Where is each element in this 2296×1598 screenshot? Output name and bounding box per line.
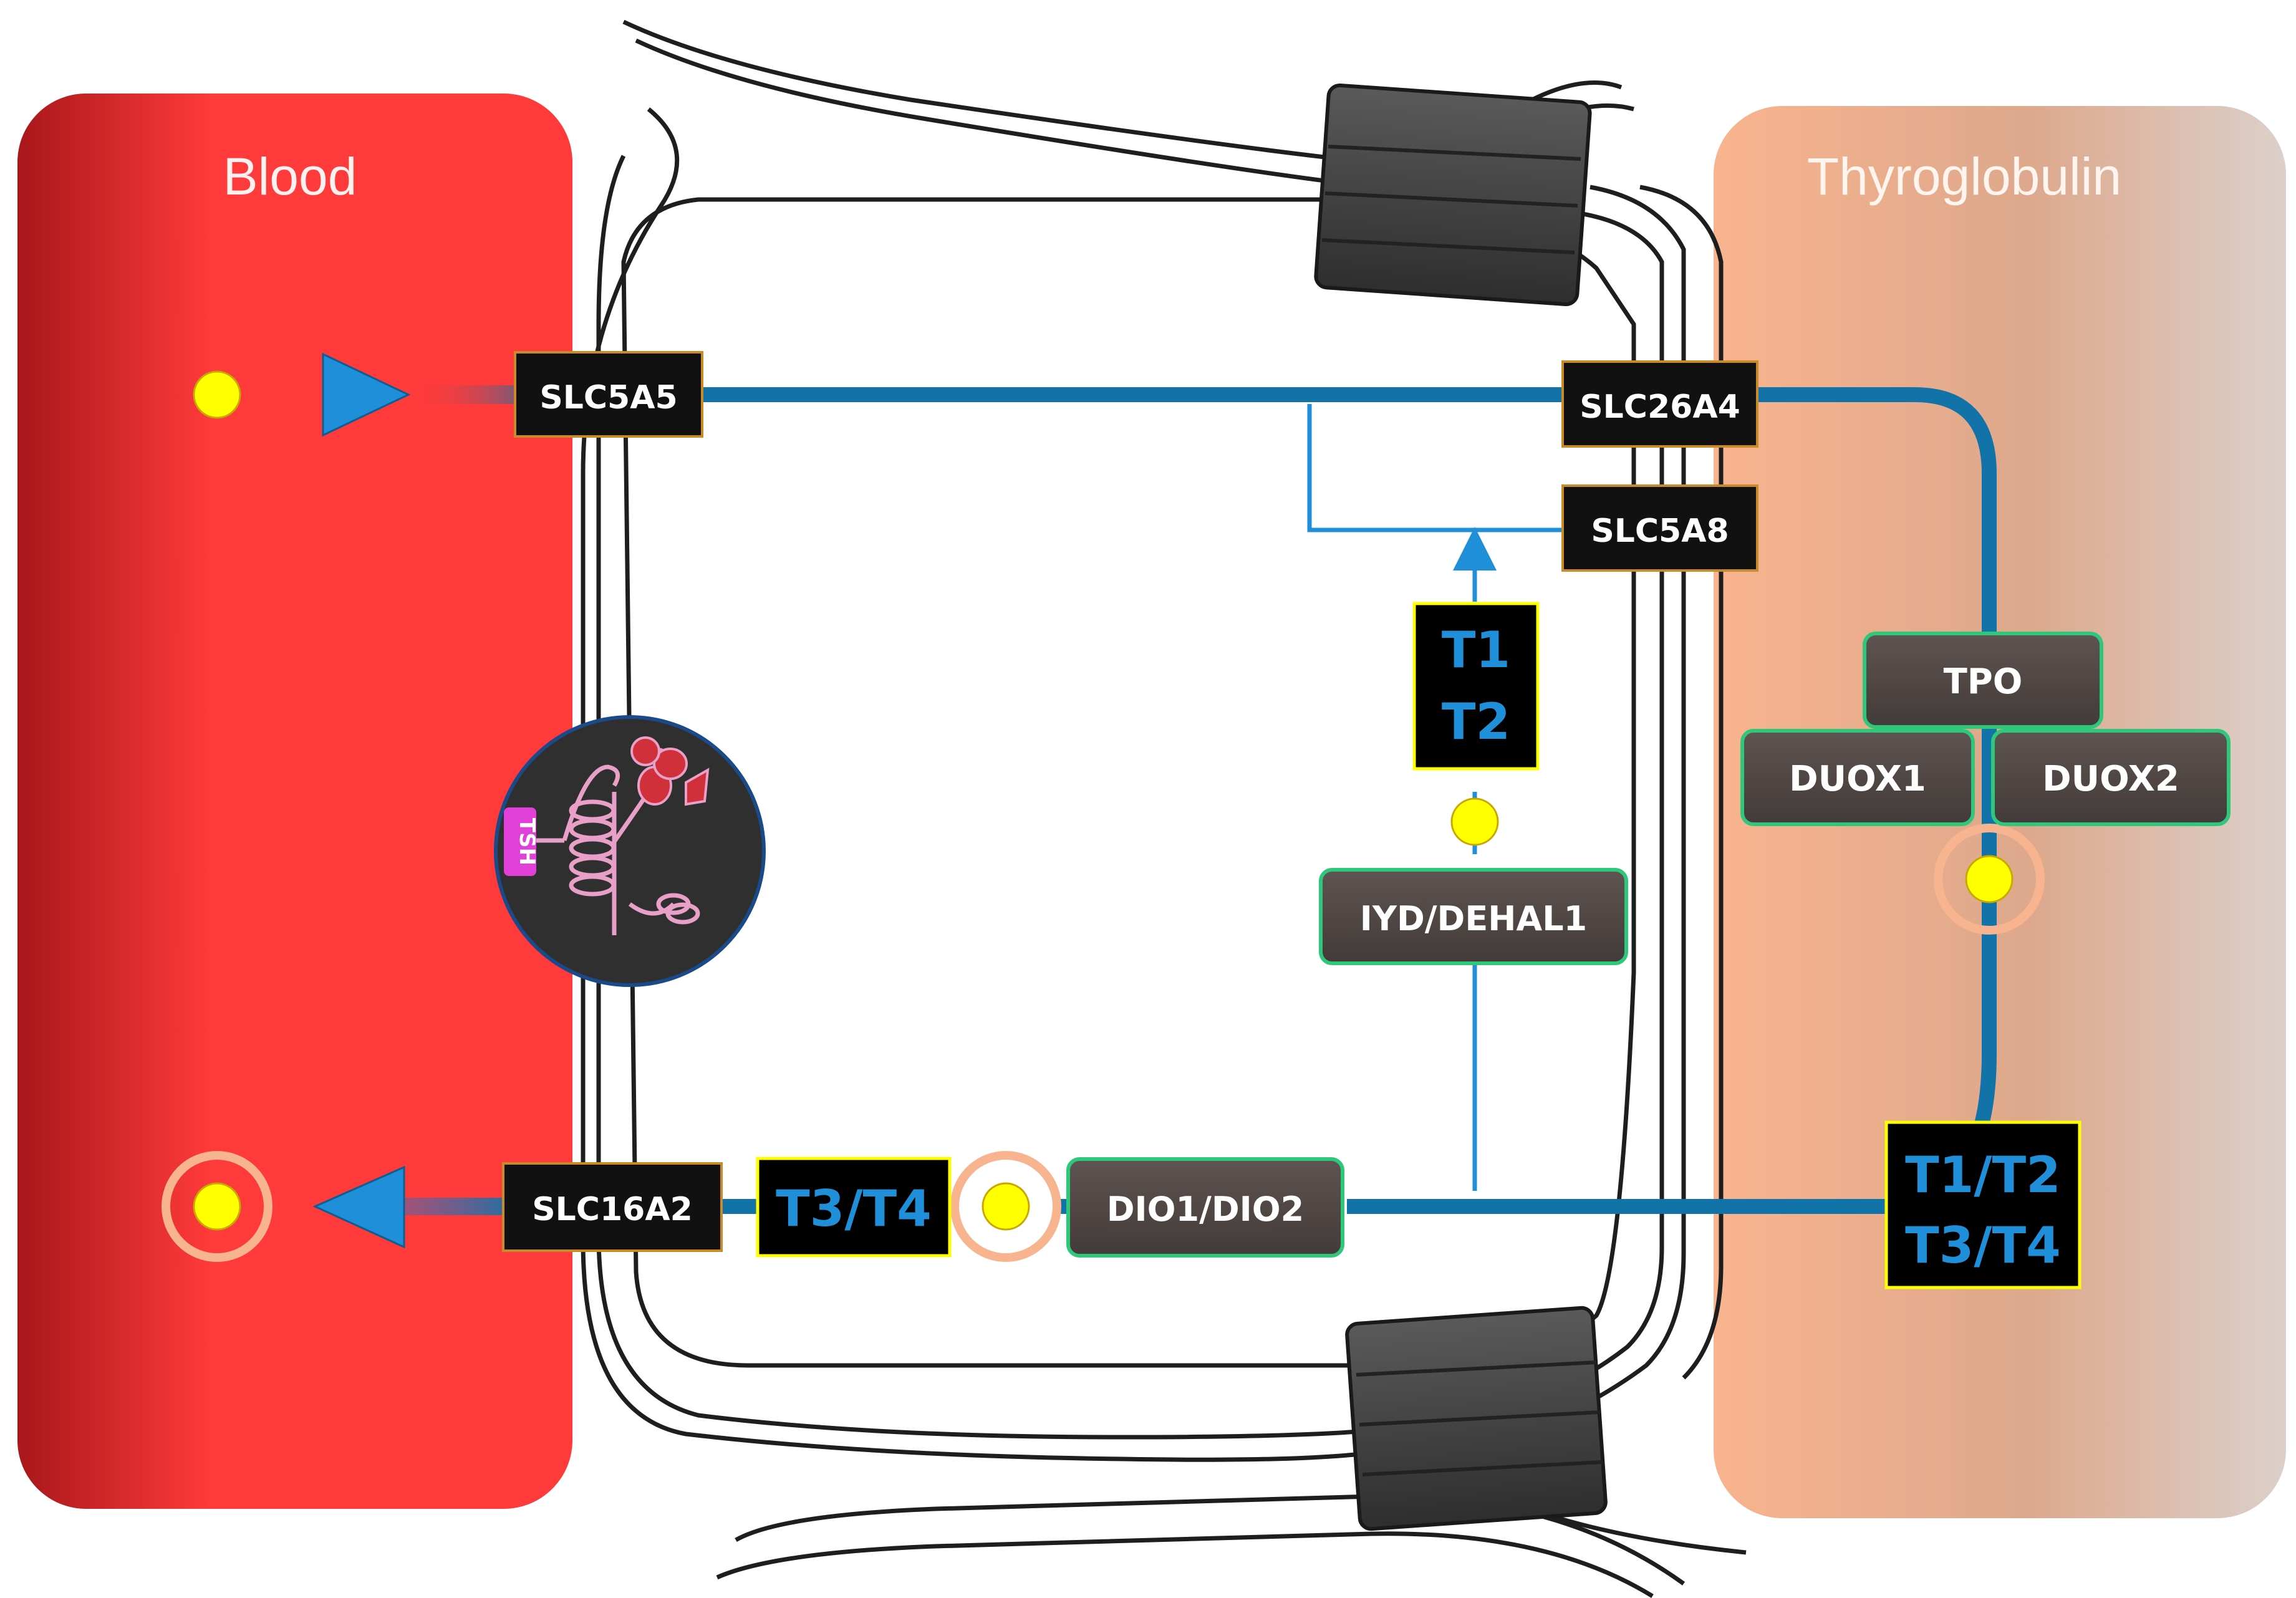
hormone-dot-blood <box>193 1182 241 1231</box>
hormone-halo-cell <box>950 1151 1061 1262</box>
g-protein-icon <box>630 736 710 806</box>
t3-t4-cell-label: T3/T4 <box>776 1180 932 1238</box>
t3-t4-box-cell: T3/T4 <box>756 1157 952 1258</box>
tsh-receptor-label: TSH <box>514 818 539 865</box>
duox2-label: DUOX2 <box>2042 759 2179 799</box>
hormone-dot-cell <box>982 1182 1030 1231</box>
tsh-badge <box>504 807 536 876</box>
tsh-receptor: TSH <box>494 715 766 987</box>
dio1-dio2-label: DIO1/DIO2 <box>1107 1190 1305 1229</box>
iyd-dehal1-label: IYD/DEHAL1 <box>1360 899 1587 938</box>
duox2-enzyme: DUOX2 <box>1991 729 2231 826</box>
iodide-dot-blood <box>193 370 241 419</box>
tpo-enzyme: TPO <box>1863 632 2103 729</box>
t1-t2-t3-t4-box-colloid: T1/T2 T3/T4 <box>1884 1120 2081 1289</box>
slc26a4-label: SLC26A4 <box>1580 388 1740 426</box>
secretion-arrowhead <box>312 1165 405 1249</box>
tpo-label: TPO <box>1944 662 2023 702</box>
t1-label: T1 <box>1442 621 1510 679</box>
blood-label: Blood <box>223 147 357 206</box>
hormone-halo-blood <box>162 1151 273 1262</box>
slc5a5-transporter: SLC5A5 <box>514 351 703 438</box>
slc5a8-label: SLC5A8 <box>1591 513 1729 550</box>
slc16a2-label: SLC16A2 <box>532 1191 693 1228</box>
slc16a2-transporter: SLC16A2 <box>502 1162 723 1252</box>
tight-junction-top <box>1314 83 1592 307</box>
iodide-halo-colloid <box>1934 824 2045 935</box>
blood-region <box>17 94 572 1509</box>
slc26a4-transporter: SLC26A4 <box>1561 360 1758 448</box>
thyroglobulin-label: Thyroglobulin <box>1807 147 2121 206</box>
uptake-arrowhead <box>322 352 411 437</box>
tight-junction-bottom <box>1345 1306 1608 1531</box>
t2-label: T2 <box>1442 693 1510 751</box>
dio1-dio2-enzyme: DIO1/DIO2 <box>1066 1157 1344 1258</box>
iyd-dehal1-enzyme: IYD/DEHAL1 <box>1319 868 1628 965</box>
duox1-enzyme: DUOX1 <box>1740 729 1975 826</box>
slc5a8-transporter: SLC5A8 <box>1561 484 1758 572</box>
duox1-label: DUOX1 <box>1789 759 1926 799</box>
t1-t2-box: T1 T2 <box>1412 602 1540 771</box>
iodide-dot-colloid <box>1965 855 2014 903</box>
t3-t4-colloid-label: T3/T4 <box>1905 1216 2061 1274</box>
slc5a5-label: SLC5A5 <box>539 379 677 416</box>
t1-t2-colloid-label: T1/T2 <box>1905 1146 2061 1204</box>
iodide-dot-recycle <box>1450 797 1499 846</box>
